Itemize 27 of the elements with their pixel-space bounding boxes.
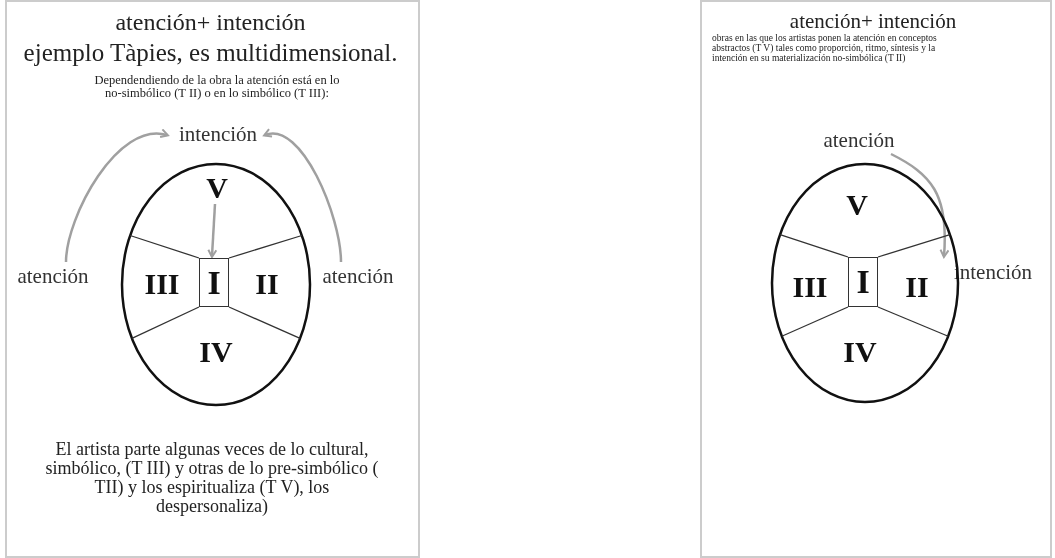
arrow [64, 129, 169, 263]
region-label: V [197, 170, 237, 206]
region-label: II [242, 264, 292, 304]
arrow [890, 152, 950, 258]
subheading: ejemplo Tàpies, es multidimensional. [22, 40, 399, 67]
region-label: V [837, 187, 877, 223]
center-box-label: I [848, 257, 878, 307]
heading: atención+ intención [114, 10, 307, 36]
description-text: obras en las que los artistas ponen la atención en conceptos abstractos (T V) tales como proporción, ritmo, síntesis y la intención en su materialización no-simbólica (T II) [712, 34, 938, 64]
ellipse-diagram [120, 162, 312, 407]
arrow [207, 203, 218, 258]
region-label: IV [832, 332, 888, 372]
region-label: IV [190, 332, 242, 372]
heading: atención+ intención [788, 10, 958, 33]
region-label: III [134, 264, 190, 304]
region-label: III [782, 267, 838, 307]
center-box-label: I [199, 258, 229, 307]
panel [700, 0, 1052, 558]
arrow [263, 129, 343, 263]
region-label: II [892, 267, 942, 307]
explanation-text: El artista parte algunas veces de lo cultural, simbólico, (T III) y otras de lo pre-simbólico ( TII) y los espiritualiza (T V), los despersonaliza) [44, 440, 380, 516]
axis-label: atención [310, 264, 406, 294]
axis-label: atención [7, 264, 99, 294]
description-text: Dependendiendo de la obra la atención está en lo no-simbólico (T II) o en lo simbólico (T III): [93, 74, 341, 101]
axis-label: atención [820, 128, 898, 156]
axis-label: intención [172, 122, 264, 152]
panel [5, 0, 420, 558]
